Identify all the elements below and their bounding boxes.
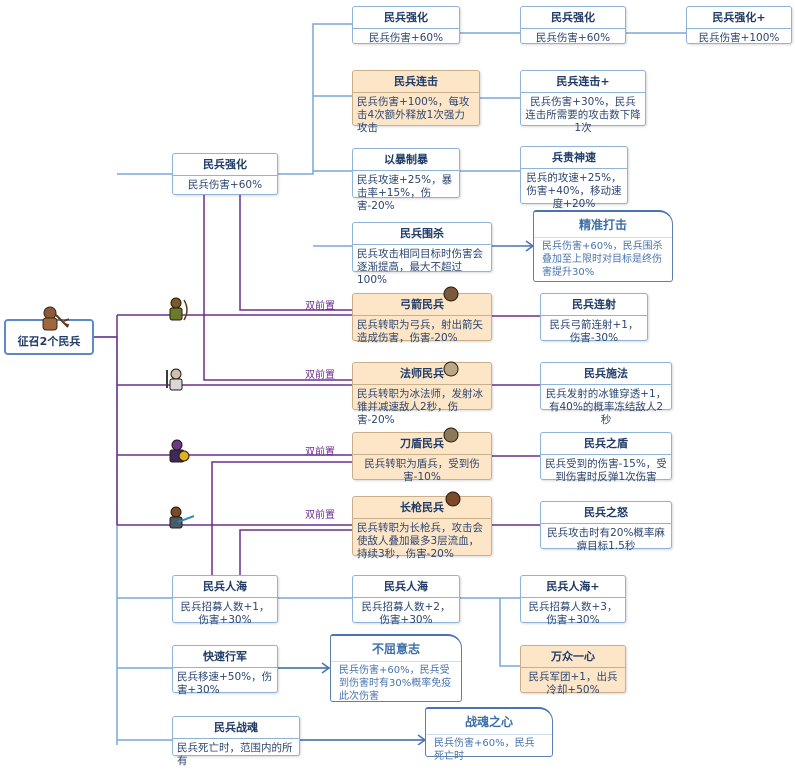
node-title: 民兵连击: [353, 71, 479, 93]
node-title: 快速行军: [173, 646, 277, 668]
node-swift[interactable]: 兵贵神速 民兵的攻速+25%，伤害+40%，移动速度+20%: [520, 146, 628, 210]
node-title: 弓箭民兵: [353, 294, 491, 316]
node-desc: 民兵转职为弓兵，射出箭矢造成伤害，伤害-20%: [357, 319, 483, 344]
node-title: 民兵战魂: [173, 717, 299, 739]
node-militia-cast[interactable]: 民兵施法 民兵发射的冰锥穿透+1，有40%的概率冻结敌人2秒: [540, 362, 672, 426]
node-desc: 民兵伤害+60%: [535, 32, 611, 44]
node-sea-of-militia-2[interactable]: 民兵人海 民兵招募人数+2，伤害+30%: [352, 575, 460, 626]
node-desc: 民兵伤害+60%，民兵死亡时: [426, 734, 552, 765]
node-title: 不屈意志: [371, 642, 420, 656]
node-desc: 民兵伤害+60%: [187, 179, 263, 191]
node-desc: 民兵招募人数+2，伤害+30%: [361, 601, 451, 626]
node-desc: 民兵移速+50%，伤害+30%: [177, 671, 273, 696]
node-desc: 民兵伤害+100%，每攻击4次额外释放1次强力攻击: [357, 96, 470, 134]
node-militia-boost-1[interactable]: 民兵强化 民兵伤害+60%: [352, 6, 460, 44]
mage-head-icon: [443, 361, 459, 377]
node-desc: 民兵伤害+60%: [368, 32, 444, 44]
node-desc: 民兵伤害+100%: [698, 32, 780, 44]
node-desc: 民兵攻击时有20%概率麻痹目标1.5秒: [547, 527, 665, 552]
node-unyielding-will[interactable]: 不屈意志 民兵伤害+60%，民兵受到伤害时有30%概率免疫此次伤害: [330, 634, 462, 702]
node-title: 战魂之心: [464, 715, 513, 729]
node-desc: 民兵军团+1，出兵冷却+50%: [528, 671, 618, 696]
node-desc: 民兵招募人数+3，伤害+30%: [528, 601, 618, 626]
node-title: 兵贵神速: [521, 147, 627, 169]
node-title: 民兵连射: [541, 294, 647, 316]
node-title: 精准打击: [578, 218, 627, 232]
shield-head-icon: [443, 427, 459, 443]
node-title: 以暴制暴: [353, 149, 459, 171]
node-spear-militia[interactable]: 长枪民兵 民兵转职为长枪兵，攻击会使敌人叠加最多3层流血，持续3秒，伤害-20%: [352, 496, 492, 560]
node-title: 民兵围杀: [353, 223, 491, 245]
dual-prereq-label: 双前置: [305, 370, 335, 381]
node-title: 刀盾民兵: [353, 433, 491, 455]
node-desc: 民兵伤害+60%，民兵围杀叠加至上限时对目标是终伤害提升30%: [534, 237, 672, 281]
node-combo[interactable]: 民兵连击 民兵伤害+100%，每攻击4次额外释放1次强力攻击: [352, 70, 480, 134]
node-title: 民兵之怒: [541, 502, 671, 524]
node-fast-march[interactable]: 快速行军 民兵移速+50%，伤害+30%: [172, 645, 278, 696]
node-title: 民兵强化: [521, 7, 625, 29]
node-desc: 民兵转职为盾兵，受到伤害-10%: [364, 458, 480, 483]
node-militia-boost-2[interactable]: 民兵强化 民兵伤害+60%: [520, 6, 626, 44]
node-title: 民兵强化+: [687, 7, 791, 29]
node-desc: 民兵招募人数+1，伤害+30%: [180, 601, 270, 626]
node-desc: 民兵死亡时，范围内的所有: [177, 742, 293, 767]
node-militia-boost-plus[interactable]: 民兵强化+ 民兵伤害+100%: [686, 6, 792, 44]
dual-prereq-label: 双前置: [305, 447, 335, 458]
node-title: 民兵强化: [353, 7, 459, 29]
node-title: 民兵连击+: [521, 71, 645, 93]
node-militia-boost-main[interactable]: 民兵强化 民兵伤害+60%: [172, 153, 278, 195]
node-desc: 民兵伤害+30%，民兵连击所需要的攻击数下降1次: [525, 96, 641, 134]
node-archer-militia[interactable]: 弓箭民兵 民兵转职为弓兵，射出箭矢造成伤害，伤害-20%: [352, 293, 492, 344]
node-desc: 民兵的攻速+25%，伤害+40%，移动速度+20%: [526, 172, 622, 210]
node-desc: 民兵攻击相同目标时伤害会逐渐提高，最大不超过100%: [357, 248, 483, 286]
node-war-soul-heart[interactable]: 战魂之心 民兵伤害+60%，民兵死亡时: [425, 707, 553, 762]
node-militia-shield[interactable]: 民兵之盾 民兵受到的伤害-15%，受到伤害时反弹1次伤害: [540, 432, 672, 483]
node-mage-militia[interactable]: 法师民兵 民兵转职为冰法师，发射冰锥并减速敌人2秒，伤害-20%: [352, 362, 492, 426]
node-title: 民兵之盾: [541, 433, 671, 455]
node-desc: 民兵发射的冰锥穿透+1，有40%的概率冻结敌人2秒: [545, 388, 667, 426]
node-desc: 民兵转职为长枪兵，攻击会使敌人叠加最多3层流血，持续3秒，伤害-20%: [357, 522, 483, 560]
node-sea-of-militia-1[interactable]: 民兵人海 民兵招募人数+1，伤害+30%: [172, 575, 278, 626]
node-militia-volley[interactable]: 民兵连射 民兵弓箭连射+1，伤害-30%: [540, 293, 648, 344]
shield-soldier-icon: [169, 439, 190, 463]
dual-prereq-label: 双前置: [305, 510, 335, 521]
root-label: 征召2个民兵: [17, 335, 81, 348]
node-title: 民兵人海+: [521, 576, 625, 598]
archer-icon: [169, 297, 188, 321]
node-encircle[interactable]: 民兵围杀 民兵攻击相同目标时伤害会逐渐提高，最大不超过100%: [352, 222, 492, 286]
node-title: 民兵人海: [353, 576, 459, 598]
node-combo-plus[interactable]: 民兵连击+ 民兵伤害+30%，民兵连击所需要的攻击数下降1次: [520, 70, 646, 134]
node-sea-of-militia-plus[interactable]: 民兵人海+ 民兵招募人数+3，伤害+30%: [520, 575, 626, 626]
archer-head-icon: [443, 286, 459, 302]
node-united[interactable]: 万众一心 民兵军团+1，出兵冷却+50%: [520, 645, 626, 696]
node-militia-fury[interactable]: 民兵之怒 民兵攻击时有20%概率麻痹目标1.5秒: [540, 501, 672, 552]
root-node-militia[interactable]: 征召2个民兵: [4, 306, 94, 355]
spear-head-icon: [445, 491, 461, 507]
militia-icon: [42, 306, 70, 331]
connector-lines: [94, 23, 686, 745]
node-desc: 民兵弓箭连射+1，伤害-30%: [549, 319, 639, 344]
mage-icon: [166, 368, 183, 391]
node-shield-militia[interactable]: 刀盾民兵 民兵转职为盾兵，受到伤害-10%: [352, 432, 492, 483]
node-title: 长枪民兵: [353, 497, 491, 519]
node-title: 民兵人海: [173, 576, 277, 598]
node-title: 民兵强化: [173, 154, 277, 176]
node-title: 民兵施法: [541, 363, 671, 385]
node-desc: 民兵转职为冰法师，发射冰锥并减速敌人2秒，伤害-20%: [357, 388, 483, 426]
dual-prereq-label: 双前置: [305, 301, 335, 312]
node-desc: 民兵受到的伤害-15%，受到伤害时反弹1次伤害: [545, 458, 667, 483]
node-violence[interactable]: 以暴制暴 民兵攻速+25%，暴击率+15%，伤害-20%: [352, 148, 460, 212]
node-title: 法师民兵: [353, 363, 491, 385]
node-precise-strike[interactable]: 精准打击 民兵伤害+60%，民兵围杀叠加至上限时对目标是终伤害提升30%: [533, 210, 673, 282]
spear-icon: [169, 506, 194, 529]
node-desc: 民兵伤害+60%，民兵受到伤害时有30%概率免疫此次伤害: [331, 661, 461, 705]
node-militia-war-soul[interactable]: 民兵战魂 民兵死亡时，范围内的所有: [172, 716, 300, 767]
node-desc: 民兵攻速+25%，暴击率+15%，伤害-20%: [357, 174, 453, 212]
node-title: 万众一心: [521, 646, 625, 668]
